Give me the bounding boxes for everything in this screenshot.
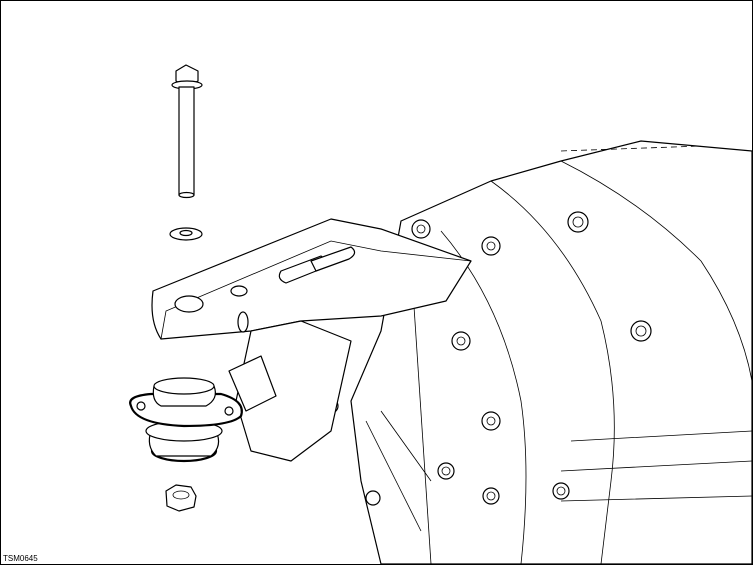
nut bbox=[165, 484, 197, 512]
bolt bbox=[171, 64, 203, 199]
washer bbox=[169, 227, 203, 241]
figure-code: TSM0645 bbox=[3, 554, 38, 563]
rubber-mount bbox=[129, 377, 243, 463]
mounting-bracket bbox=[151, 218, 472, 462]
transmission-housing bbox=[323, 140, 752, 564]
